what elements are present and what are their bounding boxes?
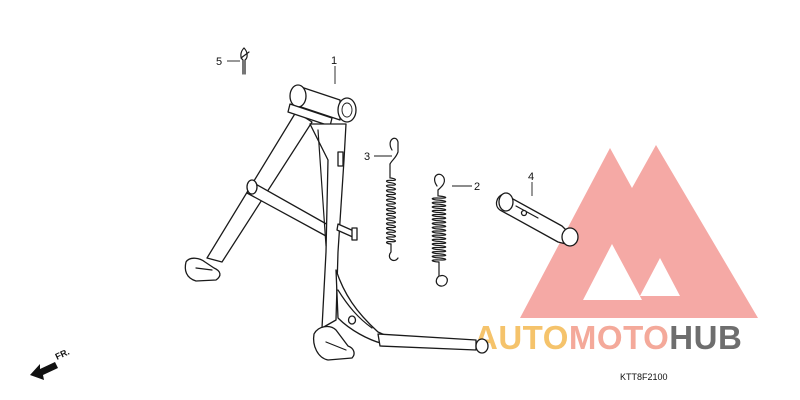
watermark-auto: AUTO [474,319,569,356]
watermark-moto: MOTO [569,319,669,356]
watermark-hub: HUB [669,319,742,356]
leader-lines [227,60,533,196]
diagram-code: KTT8F2100 [620,372,668,382]
callout-5: 5 [216,56,222,68]
watermark-logo [520,145,758,318]
svg-text:AUTOMOTOHUB: AUTOMOTOHUB [474,319,742,356]
callouts: 1 2 3 4 5 [216,55,534,193]
callout-3: 3 [364,151,370,163]
callout-1: 1 [331,55,337,67]
spring-outer-part [431,173,448,287]
cotter-pin-part [240,47,250,75]
main-stand-part [184,84,489,361]
spring-inner-part [385,137,399,262]
callout-2: 2 [474,181,480,193]
watermark-text: AUTOMOTOHUB [474,319,742,356]
callout-4: 4 [528,171,534,183]
front-arrow-icon [30,362,58,380]
pivot-pin-part [495,192,579,247]
front-direction-indicator: FR. [30,347,71,380]
front-label: FR. [54,347,71,362]
